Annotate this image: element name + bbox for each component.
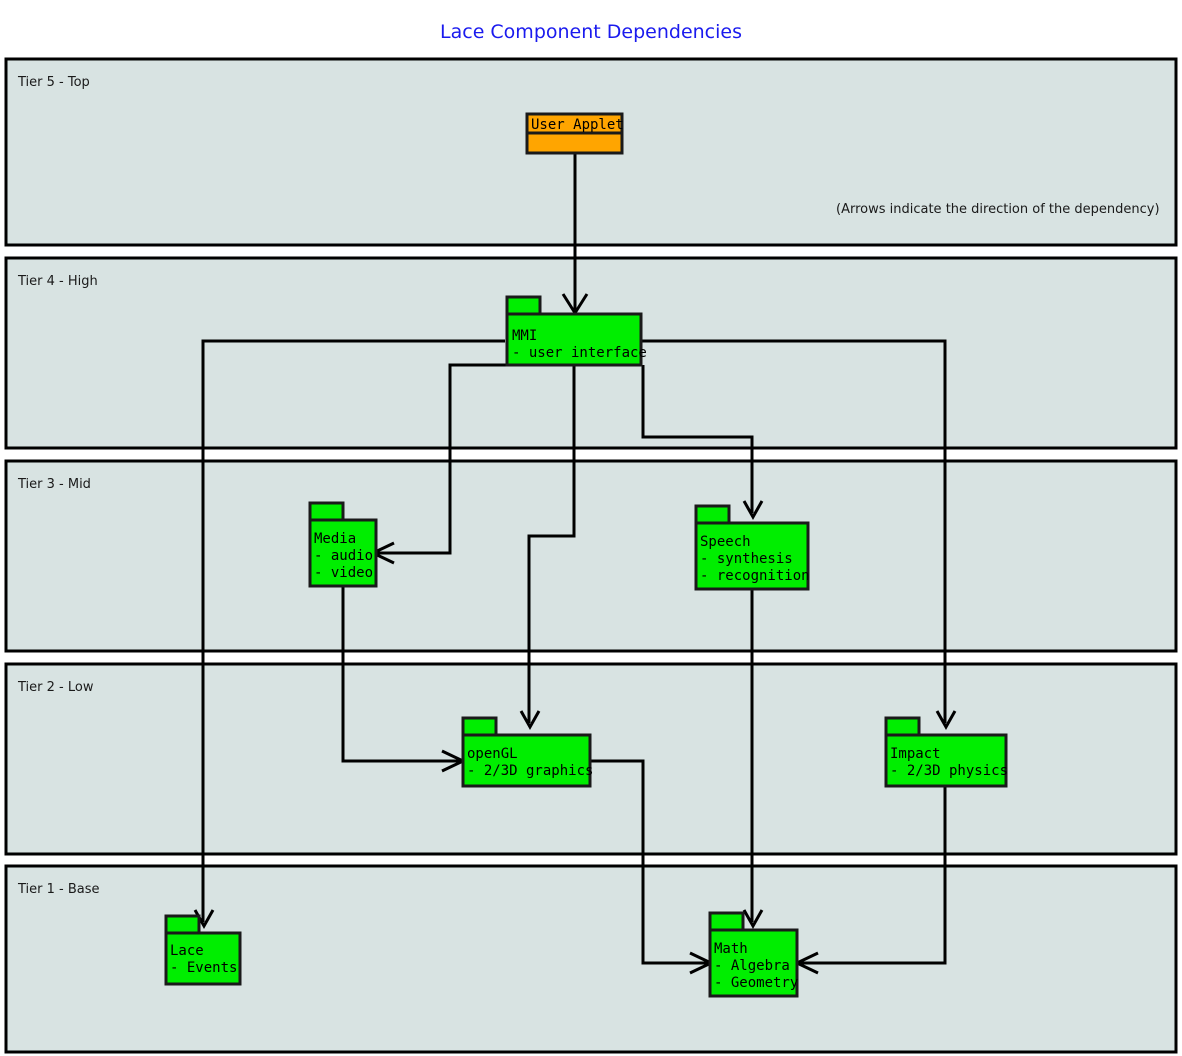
package-math-item-1: - Geometry: [714, 975, 798, 991]
tier-1-label: Tier 1 - Base: [17, 882, 100, 897]
package-media-item-0: - audio: [314, 548, 373, 564]
arrowhead-math-top: [742, 909, 764, 930]
package-user-applet-body: [525, 131, 624, 155]
package-impact-body: [884, 733, 1008, 788]
package-lace[interactable]: Lace - Events: [164, 914, 242, 986]
package-media-tab: [308, 501, 345, 523]
package-lace-body: [164, 931, 242, 986]
package-opengl-item-0: - 2/3D graphics: [467, 763, 593, 779]
package-mmi-item-0: - user interface: [512, 345, 647, 361]
package-mmi[interactable]: MMI - user interface: [505, 295, 647, 367]
package-mmi-name: MMI: [512, 328, 537, 344]
arrows-note: (Arrows indicate the direction of the de…: [836, 202, 1160, 217]
package-lace-item-0: - Events: [170, 960, 237, 976]
tier-2-label: Tier 2 - Low: [17, 680, 94, 695]
dependency-media-to-opengl: [341, 586, 460, 763]
arrowhead-impact-top: [935, 710, 957, 731]
package-media-item-1: - video: [314, 565, 373, 581]
package-impact-item-0: - 2/3D physics: [890, 763, 1008, 779]
package-speech-name: Speech: [700, 534, 751, 550]
package-math[interactable]: Math - Algebra - Geometry: [708, 911, 799, 998]
package-speech[interactable]: Speech - synthesis - recognition: [694, 504, 810, 591]
tier-5-label: Tier 5 - Top: [17, 75, 90, 90]
package-impact-name: Impact: [890, 746, 941, 762]
dependency-mmi-to-speech: [641, 365, 754, 513]
tier-3-mid: Tier 3 - Mid: [4, 459, 1178, 653]
page-title: Lace Component Dependencies: [440, 21, 742, 43]
package-mmi-tab: [505, 295, 542, 317]
package-opengl[interactable]: openGL - 2/3D graphics: [461, 716, 593, 788]
dependency-mmi-to-lace: [201, 339, 505, 922]
tier-3-label: Tier 3 - Mid: [17, 477, 91, 492]
package-media[interactable]: Media - audio - video: [308, 501, 378, 588]
tier-4-high: Tier 4 - High: [4, 256, 1178, 450]
package-math-item-0: - Algebra: [714, 958, 790, 974]
tier-4-background: [4, 256, 1178, 450]
package-opengl-body: [461, 733, 592, 788]
package-impact[interactable]: Impact - 2/3D physics: [884, 716, 1008, 788]
dependency-mmi-to-impact: [641, 339, 947, 723]
package-lace-name: Lace: [170, 943, 204, 959]
tier-3-background: [4, 459, 1178, 653]
package-math-tab: [708, 911, 745, 933]
package-user-applet-name: User Applet: [531, 117, 624, 133]
package-opengl-name: openGL: [467, 746, 518, 762]
tier-1-background: [4, 864, 1178, 1054]
tier-4-label: Tier 4 - High: [17, 274, 98, 289]
package-speech-body: [694, 521, 810, 591]
package-user-applet[interactable]: User Applet: [525, 112, 624, 155]
package-media-body: [308, 518, 378, 588]
package-lace-tab: [164, 914, 201, 936]
package-mmi-body: [505, 312, 643, 367]
dependency-impact-to-math: [800, 787, 947, 965]
package-math-body: [708, 928, 799, 998]
package-speech-item-1: - recognition: [700, 568, 810, 584]
package-impact-tab: [884, 716, 921, 738]
arrowhead-speech-top: [742, 500, 764, 521]
dependency-opengl-to-math: [590, 759, 708, 965]
tier-1-base: Tier 1 - Base: [4, 864, 1178, 1054]
package-speech-item-0: - synthesis: [700, 551, 793, 567]
package-opengl-tab: [461, 716, 498, 738]
package-math-name: Math: [714, 941, 748, 957]
arrowhead-opengl-top: [519, 710, 541, 731]
package-speech-tab: [694, 504, 731, 526]
package-media-name: Media: [314, 531, 356, 547]
